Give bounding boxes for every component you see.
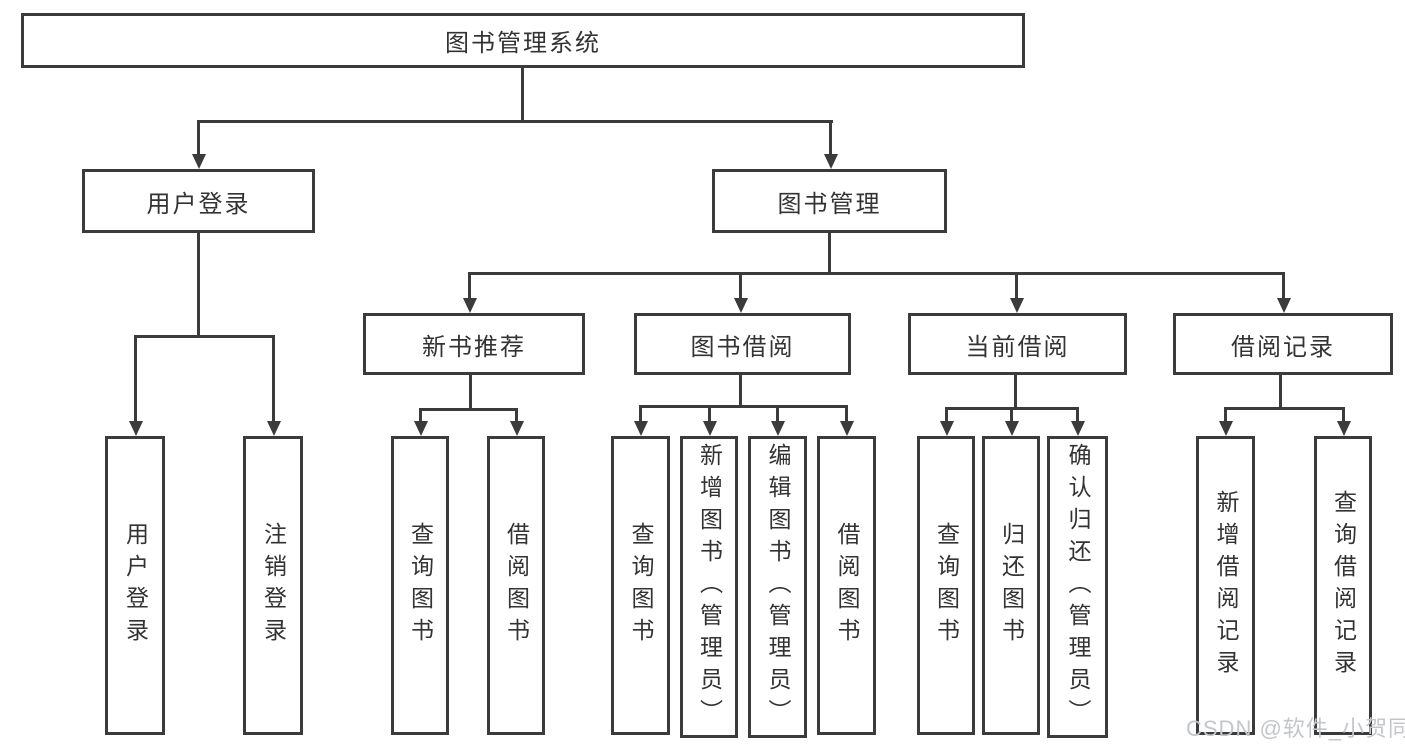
connector-bar-new-book-recommendation xyxy=(419,408,518,411)
connector-arrow-to-borrowing-records xyxy=(1282,275,1285,298)
connector-bar-user-login xyxy=(134,335,275,338)
leaf-query-books-borrowing: 查询图书 xyxy=(611,436,670,735)
connector-arrow-to-leaf-edit-books-admin xyxy=(776,408,779,421)
leaf-confirm-return-admin: 确认归还（管理员） xyxy=(1047,436,1108,738)
leaf-label: 新增图书（管理员） xyxy=(696,443,723,731)
connector-arrow-to-leaf-return-books xyxy=(1010,410,1013,421)
connector-bar-book-borrowing xyxy=(639,405,848,408)
node-user-login: 用户登录 xyxy=(82,169,315,233)
leaf-label: 查询图书 xyxy=(628,521,654,650)
connector-arrow-to-leaf-query-books-recommend xyxy=(419,411,422,421)
connector-arrow-to-book-borrowing xyxy=(739,275,742,298)
leaf-label: 确认归还（管理员） xyxy=(1065,443,1091,731)
connector-arrow-to-leaf-query-books-current xyxy=(945,410,948,421)
connector-trunk-book-management xyxy=(828,233,831,272)
leaf-query-books-current: 查询图书 xyxy=(917,436,975,735)
node-book-borrowing: 图书借阅 xyxy=(634,313,851,375)
connector-arrow-to-leaf-user-login xyxy=(134,338,137,421)
connector-arrow-to-book-management xyxy=(829,123,832,154)
leaf-borrow-books-borrowing: 借阅图书 xyxy=(817,436,876,735)
leaf-add-borrow-record: 新增借阅记录 xyxy=(1196,436,1255,735)
connector-trunk-book-borrowing xyxy=(739,375,742,405)
connector-bar-book-management xyxy=(468,272,1285,275)
connector-arrow-to-leaf-query-borrow-record xyxy=(1342,410,1345,421)
leaf-label: 查询图书 xyxy=(933,521,960,650)
leaf-label: 用户登录 xyxy=(122,521,149,650)
leaf-edit-books-admin: 编辑图书（管理员） xyxy=(748,436,807,738)
leaf-label: 借阅图书 xyxy=(834,521,860,650)
connector-bar-borrowing-records xyxy=(1224,407,1345,410)
connector-bar-root xyxy=(197,120,833,123)
leaf-user-login: 用户登录 xyxy=(105,436,165,735)
connector-trunk-new-book-recommendation xyxy=(469,375,472,408)
connector-trunk-current-borrowing xyxy=(1014,375,1017,407)
connector-arrow-to-leaf-query-books-borrowing xyxy=(639,408,642,421)
leaf-label: 新增借阅记录 xyxy=(1213,489,1239,682)
connector-arrow-to-new-book-recommendation xyxy=(468,275,471,298)
leaf-label: 编辑图书（管理员） xyxy=(765,443,791,731)
connector-trunk-user-login xyxy=(197,233,200,335)
connector-arrow-to-current-borrowing xyxy=(1015,275,1018,298)
leaf-query-books-recommend: 查询图书 xyxy=(391,436,449,735)
leaf-return-books: 归还图书 xyxy=(982,436,1040,735)
csdn-watermark: CSDN @软件_小贺同学 xyxy=(1186,716,1405,741)
node-library-management-system: 图书管理系统 xyxy=(21,13,1025,68)
connector-arrow-to-user-login xyxy=(197,123,200,154)
connector-trunk-borrowing-records xyxy=(1279,375,1282,407)
leaf-query-borrow-record: 查询借阅记录 xyxy=(1314,436,1372,735)
leaf-label: 查询图书 xyxy=(407,521,434,650)
connector-trunk-root xyxy=(521,68,524,120)
node-book-management: 图书管理 xyxy=(712,169,947,233)
node-borrowing-records: 借阅记录 xyxy=(1173,313,1393,375)
connector-bar-current-borrowing xyxy=(945,407,1079,410)
leaf-label: 注销登录 xyxy=(260,521,287,650)
connector-arrow-to-leaf-add-borrow-record xyxy=(1224,410,1227,421)
connector-arrow-to-leaf-add-books-admin xyxy=(708,408,711,421)
connector-arrow-to-leaf-borrow-books-recommend xyxy=(515,411,518,421)
leaf-logout: 注销登录 xyxy=(243,436,303,735)
node-current-borrowing: 当前借阅 xyxy=(908,313,1127,375)
leaf-add-books-admin: 新增图书（管理员） xyxy=(680,436,738,738)
leaf-label: 查询借阅记录 xyxy=(1330,489,1357,682)
leaf-label: 归还图书 xyxy=(998,521,1025,650)
leaf-label: 借阅图书 xyxy=(503,521,530,650)
connector-arrow-to-leaf-confirm-return-admin xyxy=(1076,410,1079,421)
leaf-borrow-books-recommend: 借阅图书 xyxy=(487,436,545,735)
node-new-book-recommendation: 新书推荐 xyxy=(363,313,585,375)
connector-arrow-to-leaf-borrow-books-borrowing xyxy=(845,408,848,421)
connector-arrow-to-leaf-logout xyxy=(272,338,275,421)
